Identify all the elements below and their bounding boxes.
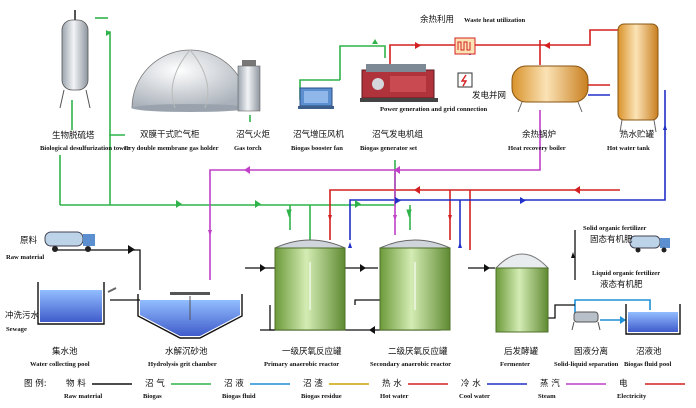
legend-item-label-en: Raw material [64,393,102,400]
separation-label-cn: 固液分离 [574,346,608,357]
legend-item-label-cn: 热 水 [382,378,402,389]
sewage-label-en: Sewage [6,326,27,333]
booster-fan-label-en: Biogas booster fan [291,145,343,152]
solid-fertilizer-label-en: Solid organic fertilizer [583,225,646,232]
solid-fertilizer-label-cn: 固态有机肥 [590,234,633,245]
hot-water-tank-label-cn: 热水贮罐 [620,129,655,140]
booster-fan [298,87,334,109]
legend-title: 图 例: [24,378,47,389]
desulfurization-tower [59,10,91,109]
gas-torch-label-cn: 沼气火炬 [236,129,271,140]
legend-item-label-en: Cool water [459,393,490,400]
legend-item: 蒸 汽 Steam [538,378,606,400]
boiler-label-en: Heat recovery boiler [508,145,566,152]
secondary-reactor-tank [379,239,451,331]
legend-item-label-cn: 沼 渣 [303,378,323,389]
fermenter-label-en: Fermenter [500,361,530,368]
gas-holder-label-cn: 双膜干式贮气柜 [140,129,200,140]
legend-item-label-cn: 沼 液 [224,378,244,389]
raw-material-label-en: Raw material [6,254,44,261]
legend-item: 沼 液 Biogas fluid [222,378,290,400]
legend-item: 物 料 Raw material [64,378,132,400]
grit-chamber-label-en: Hydrolysis grit chamber [148,361,217,368]
gas-torch [237,60,261,112]
booster-fan-label-cn: 沼气增压风机 [293,129,345,140]
secondary-reactor-label-en: Secondary anaerobic reactor [370,361,451,368]
sewage-label-cn: 冲洗污水 [5,310,40,321]
legend-item: 沼 气 Biogas [143,378,211,400]
fermenter-tank [494,253,550,333]
collecting-pool-label-en: Water collecting pool [30,361,90,368]
generator-label-en: Biogas generator set [360,145,418,152]
flow-arrows [106,30,667,334]
liquid-fertilizer-label-cn: 液态有机肥 [600,279,643,290]
legend-item-label-en: Electricity [617,393,647,400]
legend-item-label-en: Biogas fluid [222,393,256,400]
primary-reactor-label-en: Primary anaerobic reactor [264,361,339,368]
fluid-pool-label-en: Biogas fluid pool [624,361,671,368]
collecting-pool-label-cn: 集水池 [52,346,78,357]
legend-item-label-en: Hot water [380,393,408,400]
water-collecting-pool [37,282,117,325]
desulfurization-label-en: Biological desulfurization tower [40,145,130,152]
legend-item-label-cn: 电 [619,378,628,389]
gas-torch-label-en: Gas torch [234,145,262,152]
legend-item-label-cn: 蒸 汽 [540,378,560,389]
generator-set [360,64,438,102]
hydrolysis-grit-chamber [137,292,243,339]
heat-exchanger-icon [454,37,476,55]
legend-item-label-en: Biogas residue [301,393,342,400]
waste-heat-label-cn: 余热利用 [420,14,454,25]
equipment-labels: 生物脱硫塔 Biological desulfurization tower 双… [5,14,671,368]
hot-water-tank [617,23,659,133]
fertilizer-truck-icon [629,235,670,253]
legend-item-label-en: Steam [538,393,556,400]
hot-water-pipes [329,29,622,250]
gas-holder-dome [131,49,249,112]
hot-water-tank-label-en: Hot water tank [607,145,650,152]
legend-item: 沼 渣 Biogas residue [301,378,369,400]
solid-liquid-separator [571,311,601,331]
boiler-label-cn: 余热锅炉 [522,129,556,140]
desulfurization-label-cn: 生物脱硫塔 [52,130,95,141]
power-grid-label-en: Power generation and grid connection [380,106,488,113]
power-grid-label-cn: 发电并网 [472,90,506,101]
legend-item-label-cn: 沼 气 [145,378,165,389]
biogas-fluid-pool [625,304,681,335]
primary-reactor-label-cn: 一级厌氧反应罐 [282,346,342,357]
raw-material-label-cn: 原料 [20,235,38,246]
fluid-pool-label-cn: 沼液池 [636,346,662,357]
gas-holder-label-en: Dry double membrane gas holder [124,145,219,152]
grit-chamber-label-cn: 水解沉砂池 [165,346,208,357]
separation-label-en: Solid-liquid separation [554,361,619,368]
legend-item: 热 水 Hot water [380,378,448,400]
heat-recovery-boiler [511,65,589,113]
raw-material-truck-icon [44,231,95,252]
legend-item: 电 Electricity [617,378,685,400]
legend-item: 冷 水 Cool water [459,378,527,400]
liquid-fertilizer-label-en: Liquid organic fertilizer [592,270,660,277]
legend-item-label-cn: 物 料 [66,378,86,389]
primary-reactor-tank [274,239,346,331]
legend-item-label-cn: 冷 水 [461,378,481,389]
waste-heat-label-en: Waste heat utilization [464,17,526,24]
legend-item-label-en: Biogas [143,393,162,400]
fermenter-label-cn: 后发酵罐 [504,346,539,357]
biogas-pipes [59,17,411,240]
legend: 图 例: 物 料 Raw material 沼 气 Biogas 沼 液 Biogas f… [24,378,685,400]
generator-label-cn: 沼气发电机组 [372,129,424,140]
secondary-reactor-label-cn: 二级厌氧反应罐 [388,346,448,357]
power-grid-icon [457,72,473,88]
